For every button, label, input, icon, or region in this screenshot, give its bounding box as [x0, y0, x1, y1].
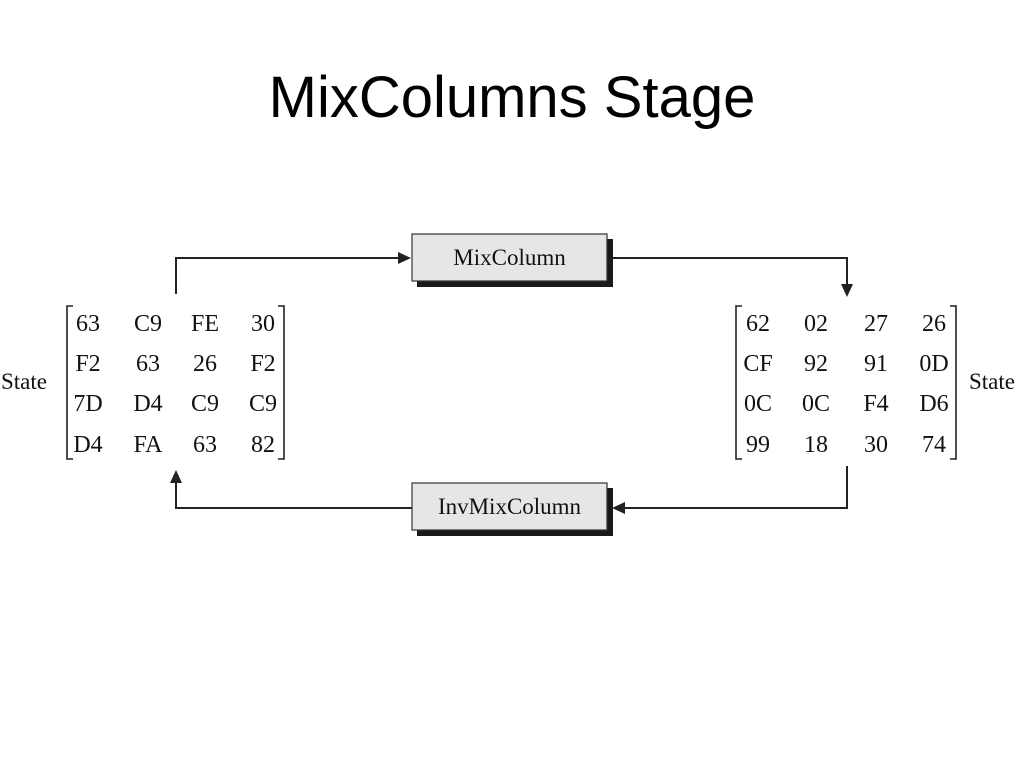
forward-arrow-head-in: [398, 252, 411, 264]
forward-arrow-head-out: [841, 284, 853, 297]
right-matrix-cell-r1c2: 02: [804, 311, 828, 337]
right-matrix-cell-r1c3: 27: [864, 311, 888, 337]
right-matrix-cell-r2c1: CF: [743, 351, 772, 377]
inverse-arrow: [170, 466, 848, 514]
left-matrix-open-bracket: [66, 305, 73, 460]
right-matrix-cell-r3c1: 0C: [744, 391, 772, 417]
left-matrix-cell-r2c3: 26: [193, 351, 217, 377]
forward-arrow-line-out: [608, 257, 848, 286]
mixcolumn-box: MixColumn: [411, 233, 613, 287]
invmixcolumn-box: InvMixColumn: [411, 482, 613, 536]
right-matrix-cell-r4c1: 99: [746, 432, 770, 458]
forward-arrow: [175, 252, 853, 297]
inverse-arrow-line-in: [624, 466, 848, 509]
left-matrix-cell-r3c2: D4: [133, 391, 162, 417]
left-matrix-cell-r3c3: C9: [191, 391, 219, 417]
left-matrix-cell-r4c4: 82: [251, 432, 275, 458]
left-matrix-cell-r1c3: FE: [191, 311, 219, 337]
left-matrix-cell-r4c2: FA: [134, 432, 164, 458]
left-matrix-cell-r4c1: D4: [73, 432, 102, 458]
right-matrix-cell-r1c1: 62: [746, 311, 770, 337]
mixcolumn-box-face: [411, 233, 608, 282]
right-matrix-cell-r4c2: 18: [804, 432, 828, 458]
right-matrix-cell-r4c3: 30: [864, 432, 888, 458]
inverse-arrow-head-in: [612, 502, 625, 514]
left-matrix-cell-r3c1: 7D: [73, 391, 102, 417]
left-matrix-cell-r1c1: 63: [76, 311, 100, 337]
right-matrix-cell-r3c2: 0C: [802, 391, 830, 417]
right-matrix-cell-r3c3: F4: [863, 391, 888, 417]
slide-title: MixColumns Stage: [268, 65, 756, 130]
right-matrix-cell-r3c4: D6: [919, 391, 948, 417]
left-matrix-cell-r2c2: 63: [136, 351, 160, 377]
right-state-label: State: [969, 369, 1015, 394]
left-matrix-cell-r2c1: F2: [75, 351, 100, 377]
left-matrix-cell-r4c3: 63: [193, 432, 217, 458]
inverse-arrow-line-out: [175, 482, 412, 509]
right-matrix-cell-r1c4: 26: [922, 311, 946, 337]
right-matrix-cell-r2c4: 0D: [919, 351, 948, 377]
left-matrix-cell-r3c4: C9: [249, 391, 277, 417]
right-matrix-cell-r2c2: 92: [804, 351, 828, 377]
mixcolumn-box-label: MixColumn: [453, 245, 566, 270]
left-matrix-cell-r2c4: F2: [250, 351, 275, 377]
right-matrix-cell-r4c4: 74: [922, 432, 946, 458]
inverse-arrow-head-out: [170, 470, 182, 483]
invmixcolumn-box-face: [411, 482, 608, 531]
invmixcolumn-box-label: InvMixColumn: [438, 494, 582, 519]
left-matrix-cell-r1c2: C9: [134, 311, 162, 337]
right-matrix-close-bracket: [950, 305, 957, 460]
right-matrix-cell-r2c3: 91: [864, 351, 888, 377]
left-matrix-close-bracket: [278, 305, 285, 460]
forward-arrow-line-in: [175, 257, 400, 294]
right-matrix-open-bracket: [735, 305, 742, 460]
left-state-label: State: [1, 369, 47, 394]
left-matrix-cell-r1c4: 30: [251, 311, 275, 337]
